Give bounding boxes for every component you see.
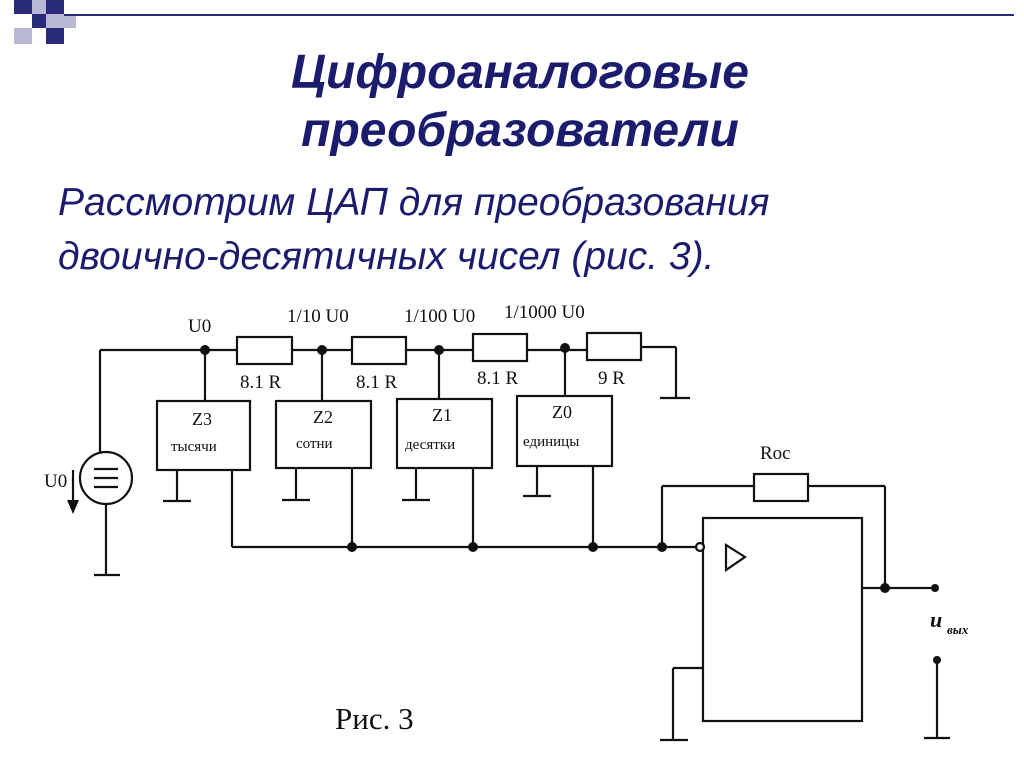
decor-line (64, 14, 1014, 16)
amplifier-triangle-icon (724, 543, 748, 573)
block-z2-name: Z2 (313, 407, 333, 427)
node-dot (347, 542, 357, 552)
block-z3-label: тысячи (171, 439, 217, 455)
node-dot (468, 542, 478, 552)
arrow-down-icon (67, 500, 79, 514)
block-grounds (163, 466, 551, 503)
feedback-label: Roc (760, 443, 791, 464)
block-z0-label: единицы (523, 434, 579, 450)
block-z0 (515, 394, 614, 468)
bus-nodes (200, 343, 570, 355)
figure-caption: Рис. 3 (335, 701, 414, 736)
node-label-tenth: 1/10 U0 (287, 306, 349, 327)
block-z2-label: сотни (296, 436, 333, 452)
summing-nodes (347, 542, 890, 593)
block-z3-name: Z3 (192, 409, 212, 429)
slide-title: Цифроаналоговые преобразователи (120, 44, 920, 160)
feedback-resistor (752, 472, 810, 503)
block-z3 (155, 399, 252, 472)
decor-square (60, 14, 76, 28)
subtitle-line-2: двоично-десятичных чисел (рис. 3). (58, 235, 715, 278)
resistor-label-3: 8.1 R (477, 368, 519, 389)
block-outputs (230, 466, 700, 549)
node-label-thousandth: 1/1000 U0 (504, 302, 585, 323)
slide-subtitle: Рассмотрим ЦАП для преобразования двоичн… (58, 176, 958, 284)
decor-square (14, 0, 32, 14)
resistor-label-2: 8.1 R (356, 372, 398, 393)
resistor-label-1: 8.1 R (240, 372, 282, 393)
subtitle-line-1: Рассмотрим ЦАП для преобразования (58, 181, 770, 224)
decor-square (32, 0, 46, 14)
source-label: U0 (44, 471, 67, 492)
block-z0-name: Z0 (552, 402, 572, 422)
output-label: u (930, 607, 942, 632)
decor-square (46, 14, 60, 28)
resistor-4 (585, 331, 643, 362)
inverting-input (694, 541, 706, 553)
block-z1-name: Z1 (432, 405, 452, 425)
top-bus (98, 345, 690, 452)
decor-square (14, 28, 32, 44)
block-z1-label: десятки (405, 437, 455, 453)
resistor-3 (471, 332, 529, 363)
switch-blocks (155, 394, 614, 472)
node-label-hundredth: 1/100 U0 (404, 306, 475, 327)
resistor-2 (350, 335, 408, 366)
node-dot (588, 542, 598, 552)
series-resistors (235, 331, 643, 366)
block-feeds (203, 348, 567, 401)
block-z1 (395, 397, 494, 470)
op-amp (660, 516, 950, 742)
title-line-2: преобразователи (301, 104, 739, 157)
title-line-1: Цифроаналоговые (291, 46, 749, 99)
feedback-path (660, 472, 887, 588)
node-label-u0: U0 (188, 316, 211, 337)
decor-square (32, 14, 46, 28)
decor-square (46, 28, 64, 44)
resistor-1 (235, 335, 294, 366)
decor-square (46, 0, 64, 14)
voltage-source (67, 450, 134, 577)
block-z2 (274, 399, 373, 470)
output-label-sub: вых (947, 622, 969, 637)
op-amp-body (701, 516, 864, 723)
resistor-label-4: 9 R (598, 368, 625, 389)
